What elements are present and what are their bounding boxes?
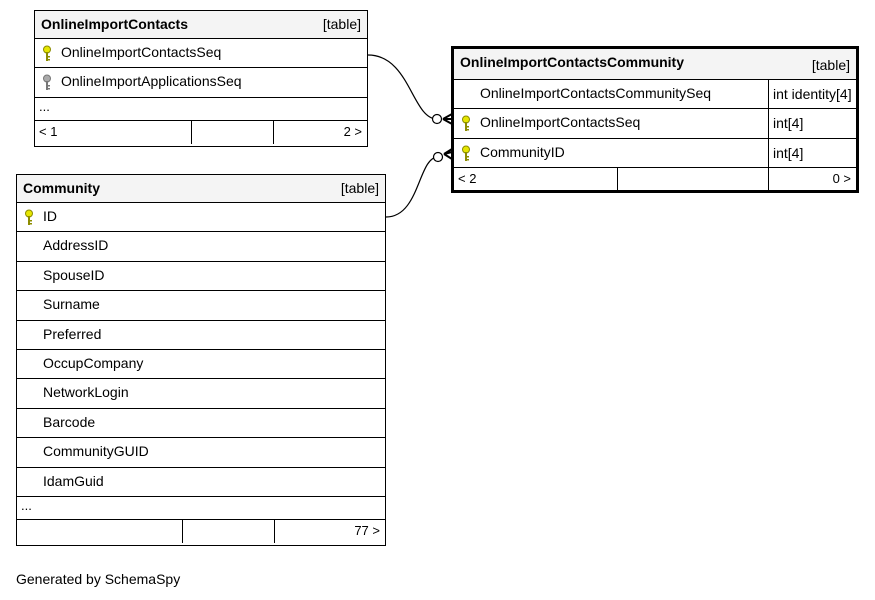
children-count[interactable]: 77 >	[274, 519, 385, 543]
column-name: IdamGuid	[43, 472, 104, 489]
table-community[interactable]: Community [table] ID AddressID SpouseID …	[16, 174, 386, 546]
column-row[interactable]: OnlineImportContactsSeq int[4]	[454, 109, 856, 139]
table-header: Community [table]	[17, 175, 385, 203]
parents-count-label: < 1	[39, 123, 58, 139]
table-kind: [table]	[340, 180, 379, 196]
children-count-label: 0 >	[832, 171, 851, 187]
column-name: OnlineImportContactsSeq	[480, 114, 641, 131]
more-columns-ellipsis: ...	[35, 98, 367, 121]
column-row[interactable]: ID	[17, 203, 385, 233]
table-name[interactable]: OnlineImportContactsCommunity	[460, 54, 685, 70]
column-row[interactable]: OccupCompany	[17, 350, 385, 380]
primary-key-icon	[43, 45, 51, 61]
column-name: OnlineImportContactsSeq	[61, 44, 222, 60]
column-row[interactable]: NetworkLogin	[17, 379, 385, 409]
children-count-label: 2 >	[343, 123, 362, 139]
column-name: OnlineImportContactsCommunitySeq	[480, 85, 712, 101]
column-name: Barcode	[43, 413, 96, 430]
column-name: CommunityID	[480, 143, 565, 160]
relation-many-marker	[443, 148, 453, 160]
column-name: ID	[43, 208, 57, 224]
column-row[interactable]: CommunityID int[4]	[454, 138, 856, 169]
relation-many-marker	[442, 113, 453, 125]
foreign-key-icon	[43, 74, 51, 91]
table-header: OnlineImportContactsCommunity [table]	[454, 49, 856, 80]
children-count-label: 77 >	[354, 522, 380, 538]
column-row[interactable]: SpouseID	[17, 262, 385, 292]
table-name[interactable]: Community	[23, 180, 100, 196]
row-count	[191, 120, 273, 144]
parents-count-label: < 2	[458, 171, 477, 187]
table-online-import-contacts-community[interactable]: OnlineImportContactsCommunity [table] On…	[451, 46, 859, 193]
column-row[interactable]: Barcode	[17, 409, 385, 439]
ellipsis-text: ...	[21, 497, 32, 513]
parents-count[interactable]: < 2	[454, 168, 617, 191]
column-row[interactable]: OnlineImportContactsCommunitySeq int ide…	[454, 80, 856, 110]
column-row[interactable]: Surname	[17, 291, 385, 321]
table-name[interactable]: OnlineImportContacts	[41, 16, 189, 32]
column-type: int[4]	[768, 138, 856, 168]
column-row[interactable]: OnlineImportApplicationsSeq	[35, 68, 367, 98]
table-header: OnlineImportContacts [table]	[35, 11, 367, 39]
column-row[interactable]: OnlineImportContactsSeq	[35, 39, 367, 69]
relation-community-to-link	[385, 156, 439, 218]
column-name: NetworkLogin	[43, 384, 129, 401]
more-columns-ellipsis: ...	[17, 497, 385, 520]
parents-count[interactable]: < 1	[35, 121, 191, 144]
row-count	[182, 519, 274, 543]
column-name: Preferred	[43, 325, 102, 342]
table-kind: [table]	[322, 16, 361, 32]
primary-key-icon	[462, 145, 470, 161]
ellipsis-text: ...	[39, 98, 50, 114]
column-row[interactable]: AddressID	[17, 232, 385, 262]
column-name: AddressID	[43, 237, 109, 254]
table-kind: [table]	[811, 57, 850, 73]
column-row[interactable]: CommunityGUID	[17, 438, 385, 468]
parents-count	[17, 520, 182, 543]
primary-key-icon	[25, 209, 33, 225]
column-name: OccupCompany	[43, 354, 144, 371]
relation-optional-marker	[432, 151, 444, 163]
column-name: SpouseID	[43, 266, 105, 283]
column-name: OnlineImportApplicationsSeq	[61, 73, 242, 90]
column-row[interactable]: Preferred	[17, 321, 385, 350]
generated-by-footer: Generated by SchemaSpy	[16, 571, 181, 587]
column-type: int[4]	[768, 109, 856, 138]
table-footer: 77 >	[17, 519, 385, 543]
column-name: Surname	[43, 296, 100, 313]
table-footer: < 2 0 >	[454, 168, 856, 192]
children-count[interactable]: 0 >	[768, 168, 856, 192]
column-type: int identity[4]	[768, 80, 856, 109]
relation-contacts-to-community-link	[367, 54, 438, 120]
table-footer: < 1 2 >	[35, 120, 367, 144]
column-row[interactable]: IdamGuid	[17, 468, 385, 497]
row-count	[617, 168, 768, 192]
children-count[interactable]: 2 >	[273, 120, 367, 144]
relation-optional-marker	[431, 113, 443, 125]
primary-key-icon	[462, 115, 470, 132]
table-online-import-contacts[interactable]: OnlineImportContacts [table] OnlineImpor…	[34, 10, 368, 147]
column-name: CommunityGUID	[43, 443, 149, 460]
